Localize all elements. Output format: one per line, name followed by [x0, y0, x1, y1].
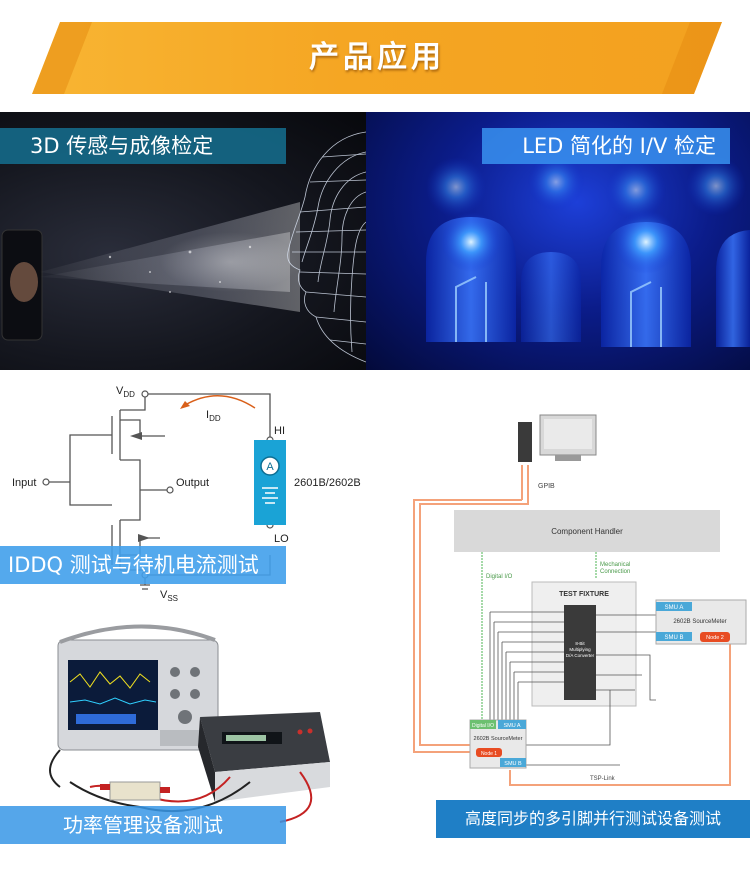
ammeter-icon [260, 456, 280, 476]
input-label: Input [12, 477, 36, 489]
svg-text:Mechanical: Mechanical [600, 562, 630, 568]
svg-text:8-Bit: 8-Bit [575, 641, 585, 646]
panel-iddq-label: IDDQ 测试与待机电流测试 [0, 546, 286, 584]
panel-power-label: 功率管理设备测试 [0, 806, 286, 844]
svg-text:Multiplying: Multiplying [569, 647, 591, 652]
svg-text:TEST FIXTURE: TEST FIXTURE [559, 591, 609, 598]
led-bulbs [426, 154, 750, 347]
panel-sync-label: 高度同步的多引脚并行测试设备测试 [436, 800, 750, 838]
led-illustration [426, 154, 750, 347]
panel-multipin-sync: GPIB Component Handler Digital I/O Mecha… [410, 400, 750, 840]
svg-text:VSS: VSS [160, 589, 178, 603]
sourcemeter-block [254, 440, 286, 525]
header-banner: 产品应用 [32, 22, 722, 94]
instrument-label: 2601B/2602B [294, 477, 361, 489]
svg-text:D/A Converter: D/A Converter [566, 653, 595, 658]
svg-text:2602B SourceMeter: 2602B SourceMeter [474, 736, 523, 742]
svg-text:Component Handler: Component Handler [551, 527, 623, 536]
3d-face-illustration [1, 131, 366, 363]
current-arrow-arc [184, 394, 256, 409]
svg-text:TSP-Link: TSP-Link [590, 776, 616, 782]
svg-text:Node 2: Node 2 [706, 635, 724, 641]
svg-text:A: A [266, 461, 274, 473]
svg-text:2602B SourceMeter: 2602B SourceMeter [673, 619, 726, 625]
svg-text:SMU B: SMU B [504, 761, 522, 767]
svg-text:IDD: IDD [206, 409, 221, 423]
svg-text:Node 1: Node 1 [481, 751, 497, 757]
hi-label: HI [274, 425, 285, 437]
wireframe-face [287, 131, 366, 363]
component-handler-box [454, 510, 720, 552]
panel-led: LED 简化的 I/V 检定 [366, 112, 750, 370]
page-title: 产品应用 [309, 40, 445, 75]
computer-icon [518, 414, 597, 462]
svg-text:Digital I/O: Digital I/O [486, 574, 513, 580]
dac-chip [564, 605, 596, 700]
oscilloscope-setup-illustration [49, 624, 330, 823]
sourcemeter-device [198, 712, 330, 802]
svg-text:SMU B: SMU B [664, 635, 683, 641]
component-handler-diagram: GPIB Component Handler Digital I/O Mecha… [413, 414, 747, 786]
panel-power-management [0, 612, 366, 844]
lo-label: LO [274, 533, 289, 545]
gpib-label: GPIB [538, 483, 555, 490]
svg-text:SMU A: SMU A [503, 723, 520, 729]
svg-text:SMU A: SMU A [665, 605, 684, 611]
panel-led-label: LED 简化的 I/V 检定 [482, 128, 730, 164]
panel-3d-sensing-label: 3D 传感与成像检定 [0, 128, 286, 164]
test-board [109, 781, 161, 801]
svg-text:Digital I/O: Digital I/O [472, 723, 494, 729]
phone-person-face [10, 262, 38, 302]
panel-3d-sensing: 3D 传感与成像检定 [0, 112, 366, 370]
svg-text:Connection: Connection [600, 569, 630, 575]
svg-text:VDD: VDD [116, 385, 135, 399]
output-label: Output [176, 477, 209, 489]
section-header: 产品应用 [0, 0, 750, 110]
iddq-circuit-diagram: A VDD IDD Input Output HI LO 2601B/2602B… [12, 385, 361, 603]
